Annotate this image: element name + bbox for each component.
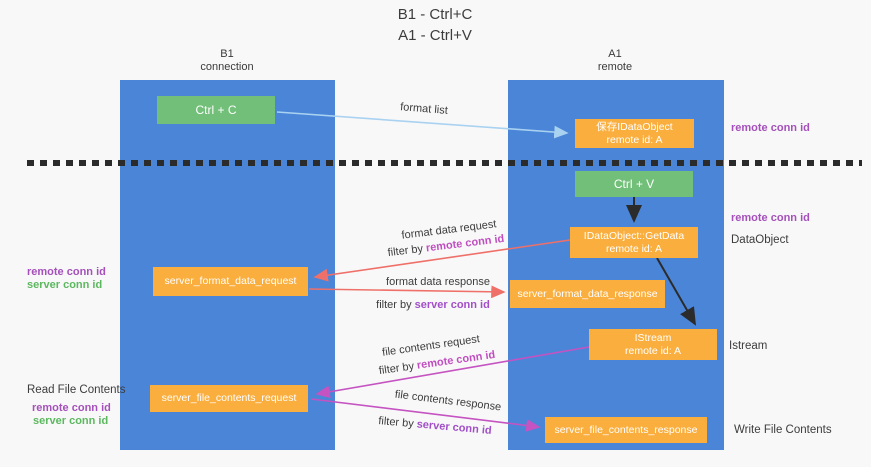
ctrl-c-box: Ctrl + C xyxy=(157,96,275,124)
filter-by-prefix: filter by xyxy=(377,415,415,431)
save-idataobject-line2: remote id: A xyxy=(606,133,663,146)
file-contents-response-label: file contents response xyxy=(394,388,502,414)
ctrl-v-label: Ctrl + V xyxy=(613,176,655,191)
read-file-contents-annotation: Read File Contents xyxy=(27,384,126,396)
filter-by-prefix: filter by xyxy=(376,299,412,311)
format-data-response-arrow xyxy=(308,285,506,299)
server-conn-id-annotation-left-2: server conn id xyxy=(33,415,109,427)
server-file-contents-request-label: server_file_contents_request xyxy=(161,392,297,404)
remote-conn-id-annotation-top: remote conn id xyxy=(731,122,810,134)
title-line-1: B1 - Ctrl+C xyxy=(397,6,473,23)
server-file-contents-request-box: server_file_contents_request xyxy=(150,385,308,412)
istream-box: IStream remote id: A xyxy=(589,329,717,360)
column-a1-subtitle: remote xyxy=(597,61,633,73)
server-file-contents-response-box: server_file_contents_response xyxy=(545,417,707,443)
istream-line1: IStream xyxy=(634,331,672,344)
server-format-data-response-box: server_format_data_response xyxy=(510,280,665,308)
save-idataobject-box: 保存IDataObject remote id: A xyxy=(575,119,694,148)
istream-annotation: Istream xyxy=(729,340,768,352)
ctrl-c-label: Ctrl + C xyxy=(195,102,237,117)
server-format-data-response-label: server_format_data_response xyxy=(517,287,658,300)
server-conn-id-value: server conn id xyxy=(414,299,490,311)
column-header-b1: B1 connection xyxy=(152,48,302,74)
save-idataobject-line1: 保存IDataObject xyxy=(596,120,673,133)
getdata-line2: remote id: A xyxy=(605,242,663,255)
title-line-2: A1 - Ctrl+V xyxy=(398,27,472,44)
format-data-response-label: format data response xyxy=(386,276,490,288)
dataobject-annotation: DataObject xyxy=(731,234,789,246)
remote-conn-id-annotation-left-1: remote conn id xyxy=(27,266,106,278)
filter-by-prefix: filter by xyxy=(378,360,415,378)
format-list-label: format list xyxy=(399,101,449,117)
getdata-line1: IDataObject::GetData xyxy=(583,229,685,242)
server-format-data-request-box: server_format_data_request xyxy=(153,267,308,296)
server-conn-id-annotation-left-1: server conn id xyxy=(27,279,103,291)
column-b1-title: B1 xyxy=(220,48,234,60)
istream-line2: remote id: A xyxy=(624,344,682,357)
diagram-title: B1 - Ctrl+C A1 - Ctrl+V xyxy=(300,4,570,46)
column-b1-subtitle: connection xyxy=(200,61,254,73)
remote-conn-id-annotation-left-2: remote conn id xyxy=(32,402,111,414)
column-header-a1: A1 remote xyxy=(540,48,690,74)
remote-conn-id-annotation-mid: remote conn id xyxy=(731,212,810,224)
server-format-data-request-label: server_format_data_request xyxy=(164,275,297,287)
idataobject-getdata-box: IDataObject::GetData remote id: A xyxy=(570,227,698,258)
ctrl-v-box: Ctrl + V xyxy=(575,171,693,197)
server-conn-id-value: server conn id xyxy=(416,418,493,437)
filter-by-prefix: filter by xyxy=(387,242,424,260)
write-file-contents-annotation: Write File Contents xyxy=(734,424,832,436)
server-file-contents-response-label: server_file_contents_response xyxy=(554,423,698,436)
column-a1-title: A1 xyxy=(608,48,622,60)
